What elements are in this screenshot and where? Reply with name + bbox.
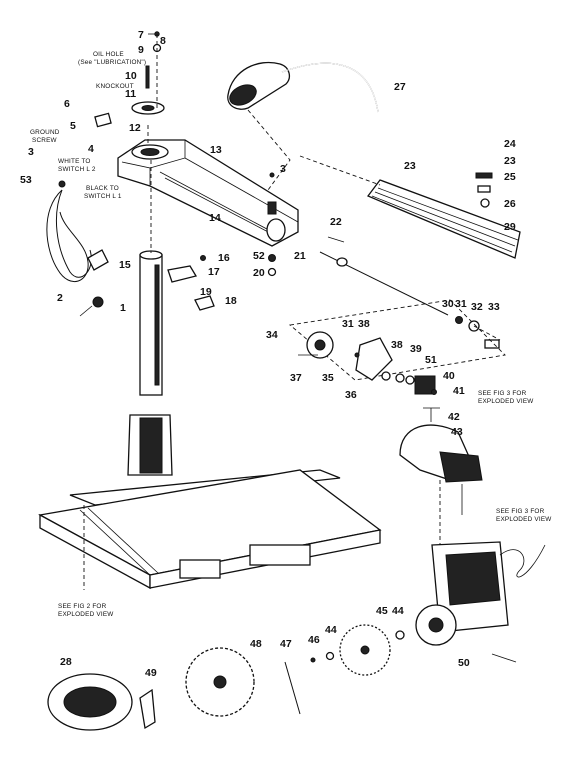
note-white-to: WHITE TO xyxy=(58,158,91,165)
callout-46: 46 xyxy=(308,634,320,646)
note-screw: SCREW xyxy=(32,137,58,144)
callout-23-right: 23 xyxy=(504,155,516,167)
elevating-rod-part xyxy=(319,236,500,349)
callout-27: 27 xyxy=(394,81,406,93)
note-ground: GROUND xyxy=(30,129,60,136)
note-fig3-bottom-1: SEE FIG 3 FOR xyxy=(496,508,545,515)
callout-4: 4 xyxy=(88,143,94,155)
carriage-part xyxy=(288,299,506,422)
note-switch-l2: SWITCH L 2 xyxy=(58,166,96,173)
callout-23-cover: 23 xyxy=(404,160,416,172)
callout-44-left: 44 xyxy=(325,624,337,636)
note-switch-l1: SWITCH L 1 xyxy=(84,193,122,200)
callout-18: 18 xyxy=(225,295,237,307)
callout-14: 14 xyxy=(209,212,221,224)
callout-2: 2 xyxy=(57,292,63,304)
note-fig3-top-1: SEE FIG 3 FOR xyxy=(478,390,527,397)
leader-lines xyxy=(83,34,501,590)
callout-10: 10 xyxy=(125,70,137,82)
note-oil-hole: OIL HOLE xyxy=(93,51,124,58)
oil-hole-hardware xyxy=(131,31,165,115)
callout-34: 34 xyxy=(266,329,278,341)
callout-39: 39 xyxy=(410,343,422,355)
callout-19: 19 xyxy=(200,286,212,298)
callout-28: 28 xyxy=(60,656,72,668)
callout-52: 52 xyxy=(253,250,265,262)
callout-21: 21 xyxy=(294,250,306,262)
callout-41: 41 xyxy=(453,385,465,397)
callout-26: 26 xyxy=(504,198,516,210)
small-parts xyxy=(267,172,517,663)
callout-29: 29 xyxy=(504,221,516,233)
callout-1: 1 xyxy=(120,302,126,314)
radial-arm-part xyxy=(94,112,299,247)
callout-22: 22 xyxy=(330,216,342,228)
callout-17: 17 xyxy=(208,266,220,278)
callout-31-center: 31 xyxy=(342,318,354,330)
callout-36: 36 xyxy=(345,389,357,401)
arm-cover-part xyxy=(366,172,521,259)
callout-49: 49 xyxy=(145,667,157,679)
power-cord-part xyxy=(46,180,109,317)
callout-25: 25 xyxy=(504,171,516,183)
callout-3-left: 3 xyxy=(28,146,34,158)
callout-15: 15 xyxy=(119,259,131,271)
column-part xyxy=(139,250,215,396)
callout-30: 30 xyxy=(442,298,454,310)
table-part xyxy=(38,414,382,590)
callout-7: 7 xyxy=(138,29,144,41)
callout-50: 50 xyxy=(458,657,470,669)
callout-16: 16 xyxy=(218,252,230,264)
motor-part xyxy=(415,541,546,646)
callout-38-top: 38 xyxy=(358,318,370,330)
lamp-part xyxy=(227,61,379,113)
callout-33: 33 xyxy=(488,301,500,313)
callout-12: 12 xyxy=(129,122,141,134)
callout-9: 9 xyxy=(138,44,144,56)
note-fig2-1: SEE FIG 2 FOR xyxy=(58,603,107,610)
callout-48: 48 xyxy=(250,638,262,650)
note-fig2-2: EXPLODED VIEW xyxy=(58,611,114,618)
callout-11: 11 xyxy=(125,88,136,100)
callout-6: 6 xyxy=(64,98,70,110)
callout-20: 20 xyxy=(253,267,265,279)
callout-3-arm: 3 xyxy=(280,163,286,175)
callout-5: 5 xyxy=(70,120,76,132)
callout-32: 32 xyxy=(471,301,483,313)
callout-37: 37 xyxy=(290,372,302,384)
callout-38-right: 38 xyxy=(391,339,403,351)
diagram-notes: OIL HOLE (See "LUBRICATION") KNOCKOUT GR… xyxy=(30,51,552,618)
blade-guard-part xyxy=(399,424,483,515)
note-fig3-bottom-2: EXPLODED VIEW xyxy=(496,516,552,523)
ring-part xyxy=(47,673,156,731)
callout-53: 53 xyxy=(20,174,32,186)
callout-8: 8 xyxy=(160,35,166,47)
callout-45: 45 xyxy=(376,605,388,617)
callout-13: 13 xyxy=(210,144,222,156)
callout-43: 43 xyxy=(451,426,463,438)
callout-42: 42 xyxy=(448,411,460,423)
note-lubrication: (See "LUBRICATION") xyxy=(78,59,146,66)
note-fig3-top-2: EXPLODED VIEW xyxy=(478,398,534,405)
callout-44-right: 44 xyxy=(392,605,404,617)
callout-labels: 7 8 9 10 11 6 5 12 4 13 3 3 53 14 27 23 … xyxy=(20,29,516,679)
callout-40: 40 xyxy=(443,370,455,382)
callout-35: 35 xyxy=(322,372,334,384)
callout-51: 51 xyxy=(425,354,437,366)
callout-47: 47 xyxy=(280,638,292,650)
callout-24: 24 xyxy=(504,138,516,150)
note-knockout: KNOCKOUT xyxy=(96,83,134,90)
callout-31-right: 31 xyxy=(455,298,467,310)
note-black-to: BLACK TO xyxy=(86,185,119,192)
blades-part xyxy=(185,624,405,717)
